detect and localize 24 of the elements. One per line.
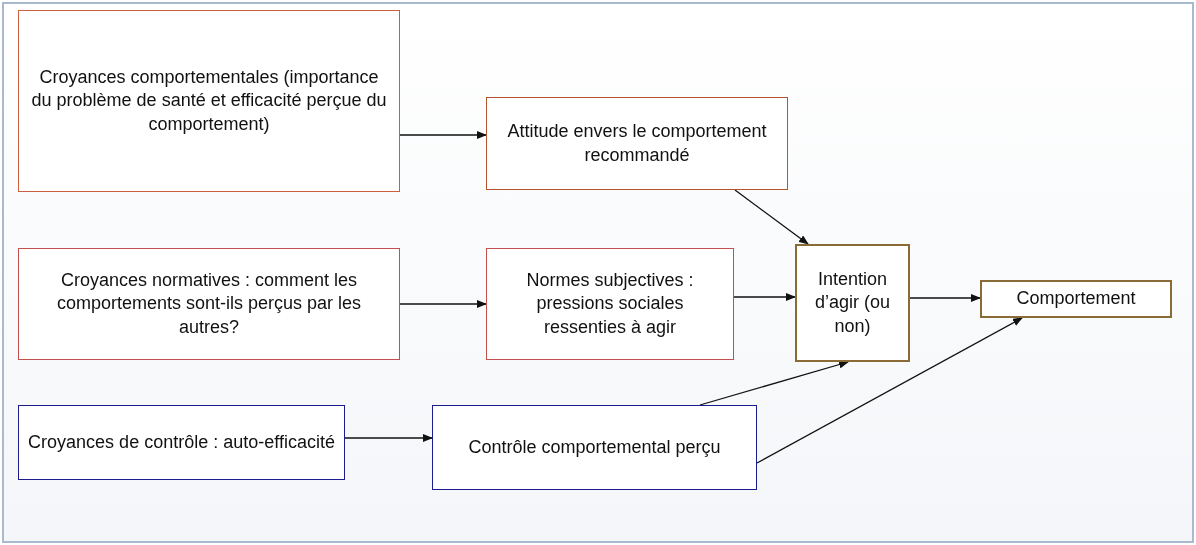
concept-box xyxy=(18,248,400,360)
arrow xyxy=(699,360,849,406)
box-text: Comportement xyxy=(1016,287,1136,311)
box-text: Contrôle comportemental perçu xyxy=(468,435,721,459)
concept-box xyxy=(18,405,345,480)
arrow xyxy=(733,293,796,301)
box-text: Croyances de contrôle : auto-efficacité xyxy=(28,430,335,454)
concept-box xyxy=(486,97,788,190)
concept-box xyxy=(980,280,1172,318)
arrow xyxy=(399,300,487,308)
box-text: Croyances normatives : comment les comportements sont-ils perçus par les autres? xyxy=(55,268,363,339)
arrow xyxy=(399,131,487,139)
box-text: Croyances comportementales (importance du problème de santé et efficacité perçue du comportement) xyxy=(30,65,388,136)
box-text: Normes subjectives : pressions sociales ressenties à agir xyxy=(525,268,695,339)
concept-box xyxy=(18,10,400,192)
arrow xyxy=(909,294,981,302)
arrow xyxy=(756,317,1023,464)
concept-box xyxy=(486,248,734,360)
box-text: Intention d’agir (ou non) xyxy=(813,267,891,338)
arrow xyxy=(344,434,433,442)
concept-box xyxy=(432,405,757,490)
box-text: Attitude envers le comportement recommandé xyxy=(506,120,768,167)
arrow xyxy=(734,189,809,245)
concept-box xyxy=(795,244,910,362)
